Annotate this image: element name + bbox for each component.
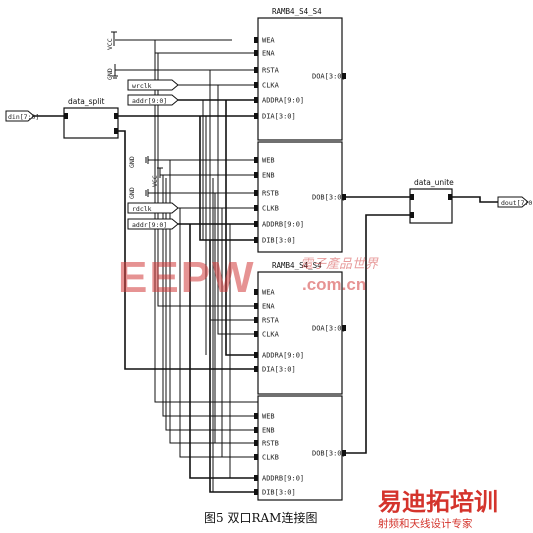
ram-pin-label: DIB[3:0] <box>262 489 296 497</box>
ram-pin-label: CLKB <box>262 454 279 462</box>
ram-block-top: RAMB4_S4_S4 WEA ENA RSTA CLKA ADDRA[9:0] DIA[… <box>254 7 346 253</box>
ram-pin-label: WEA <box>262 289 275 297</box>
ram-pin-marker <box>342 73 346 79</box>
ram-pin-label: WEB <box>262 413 275 421</box>
ram-pin-marker <box>254 303 258 309</box>
ram-pin-marker <box>254 82 258 88</box>
watermark-brand: EEPW <box>118 253 256 302</box>
ram-pin-label: DIA[3:0] <box>262 366 296 374</box>
ram-pin-marker <box>254 97 258 103</box>
ram-pin-label: CLKA <box>262 331 280 339</box>
logo-subtitle: 射频和天线设计专家 <box>378 517 473 530</box>
data-unite-title: data_unite <box>414 178 454 187</box>
ram-pin-label: ADDRB[9:0] <box>262 221 304 229</box>
data-split-block: data_split <box>63 97 119 139</box>
ram-pin-marker <box>254 413 258 419</box>
eepw-watermark: EEPW .com.cn 電子產品世界 <box>118 253 379 302</box>
ram-pin-marker <box>342 450 346 456</box>
figure-caption: 图5 双口RAM连接图 <box>204 510 317 525</box>
svg-text:VCC: VCC <box>106 38 114 50</box>
ram-pin-marker <box>254 352 258 358</box>
ram-pin-label: DOB[3:0] <box>312 194 346 202</box>
ram-pin-label: ENA <box>262 50 275 58</box>
ram-pin-marker <box>254 237 258 243</box>
ram-pin-label: ADDRA[9:0] <box>262 352 304 360</box>
gnd-symbol-top: GND <box>106 64 118 80</box>
supply-symbols: VCC GND GND GND VCC <box>106 31 163 199</box>
ram-pin-marker <box>254 489 258 495</box>
ram-pin-label: DOA[3:0] <box>312 325 346 333</box>
port-wrclk-top: wrclk <box>132 82 152 90</box>
watermark-tagline: 電子產品世界 <box>300 256 379 272</box>
ram-pin-marker <box>254 221 258 227</box>
ram-pin-label: DIA[3:0] <box>262 113 296 121</box>
port-flags: wrclk addr[9:0] rdclk addr[9:0] din[7:0]… <box>5 79 533 230</box>
ram-bottom-title: RAMB4_S4_S4 <box>272 261 322 270</box>
ram-pin-label: ADDRB[9:0] <box>262 475 304 483</box>
corner-logo: 易迪拓培训 射频和天线设计专家 <box>378 488 498 530</box>
ram-pin-marker <box>254 427 258 433</box>
ram-pin-label: RSTA <box>262 317 280 325</box>
ram-pin-label: DOA[3:0] <box>312 73 346 81</box>
ram-pin-marker <box>254 205 258 211</box>
ram-pin-marker <box>254 172 258 178</box>
svg-text:VCC: VCC <box>151 175 159 187</box>
svg-text:GND: GND <box>128 187 136 199</box>
ram-pin-label: DIB[3:0] <box>262 237 296 245</box>
ram-pin-marker <box>254 157 258 163</box>
ram-pin-marker <box>254 366 258 372</box>
ram-pin-marker <box>342 325 346 331</box>
ram-top-title: RAMB4_S4_S4 <box>272 7 322 16</box>
port-rdclk: rdclk <box>132 205 152 213</box>
logo-title: 易迪拓培训 <box>378 488 498 516</box>
ram-pin-marker <box>254 331 258 337</box>
data-split-title: data_split <box>68 97 104 106</box>
ram-pin-label: RSTB <box>262 190 279 198</box>
ram-pin-marker <box>254 190 258 196</box>
ram-pin-label: ADDRA[9:0] <box>262 97 304 105</box>
ram-pin-marker <box>254 317 258 323</box>
ram-pin-label: ENB <box>262 172 275 180</box>
gnd-symbol-2: GND <box>128 156 150 168</box>
ram-pin-label: ENA <box>262 303 275 311</box>
ram-pin-marker <box>254 289 258 295</box>
ram-pin-label: CLKA <box>262 82 280 90</box>
ram-pin-marker <box>254 475 258 481</box>
ram-pin-marker <box>254 67 258 73</box>
ram-pin-label: DOB[3:0] <box>312 450 346 458</box>
port-addr-second: addr[9:0] <box>132 221 167 229</box>
ram-pin-marker <box>254 37 258 43</box>
watermark-url: .com.cn <box>302 275 366 294</box>
ram-pin-label: CLKB <box>262 205 279 213</box>
ram-pin-marker <box>254 113 258 119</box>
ram-pin-label: WEB <box>262 157 275 165</box>
port-addr-top: addr[9:0] <box>132 97 167 105</box>
ram-pin-marker <box>254 454 258 460</box>
port-din: din[7:0] <box>8 113 39 121</box>
svg-text:GND: GND <box>128 156 136 168</box>
ram-pin-label: WEA <box>262 37 275 45</box>
ram-pin-marker <box>342 194 346 200</box>
vcc-symbol-2: VCC <box>151 167 163 187</box>
data-unite-block: data_unite <box>409 178 454 224</box>
ram-pin-label: ENB <box>262 427 275 435</box>
vcc-symbol-top: VCC <box>106 31 117 50</box>
port-dout: dout[7:0] <box>501 199 533 207</box>
ram-pin-marker <box>254 440 258 446</box>
ram-pin-marker <box>254 50 258 56</box>
wires <box>34 39 498 493</box>
ram-block-bottom: RAMB4_S4_S4 WEA ENA RSTA CLKA ADDRA[9:0] DIA[… <box>254 261 346 501</box>
ram-pin-label: RSTB <box>262 440 279 448</box>
svg-text:GND: GND <box>106 68 114 80</box>
gnd-symbol-3: GND <box>128 187 150 199</box>
ram-pin-label: RSTA <box>262 67 280 75</box>
